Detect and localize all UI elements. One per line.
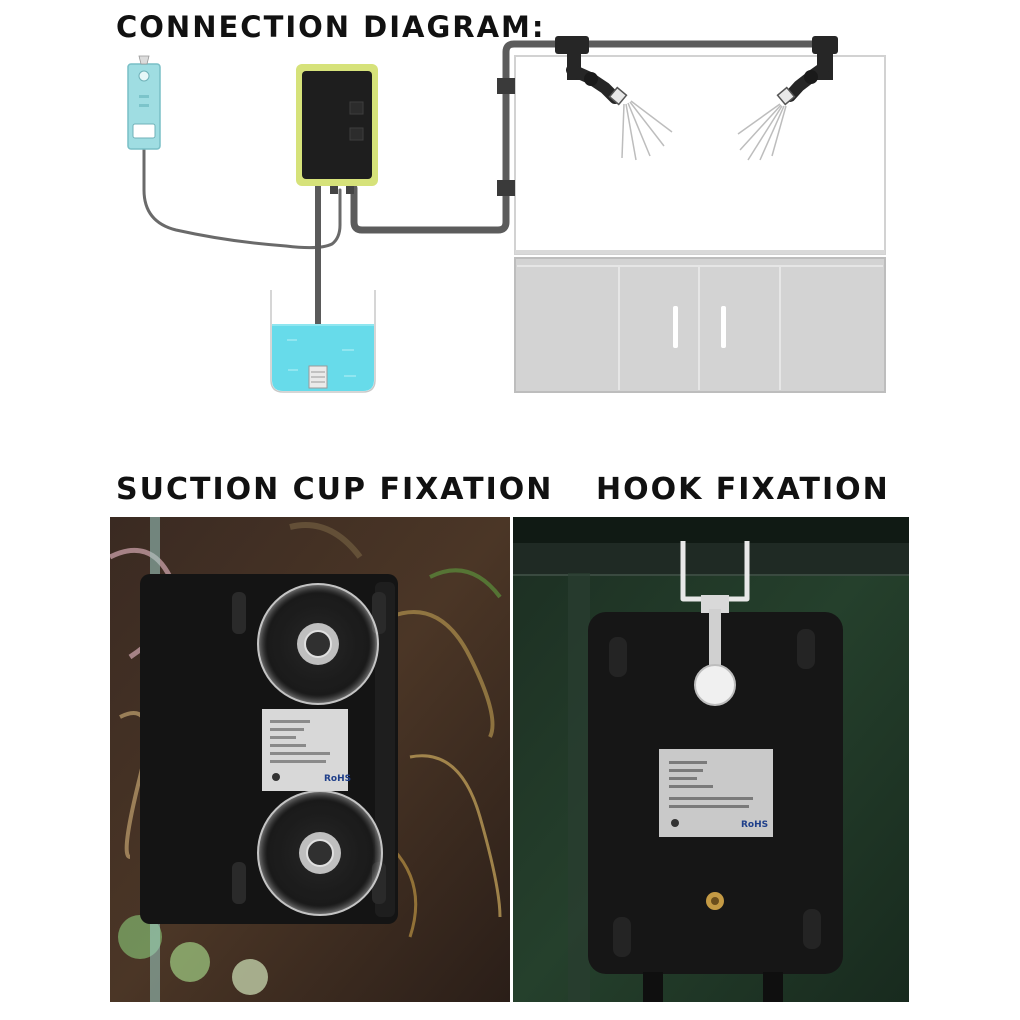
hook-fixation-title: HOOK FIXATION (596, 472, 890, 507)
label-plate: RoHS (659, 749, 773, 837)
suction-cup-fixation-photo: RoHS (110, 517, 510, 1002)
suction-cup-icon (257, 583, 379, 705)
suction-cup-fixation-title: SUCTION CUP FIXATION (116, 472, 554, 507)
connection-diagram (127, 36, 886, 393)
cabinet-handle-left (673, 306, 678, 348)
suction-cup-icon (257, 790, 383, 916)
spray-nozzle-icon (737, 36, 838, 161)
controller-icon (296, 64, 378, 194)
spray-nozzle-icon (555, 36, 673, 161)
water-container (270, 290, 376, 393)
hook-fixation-photo: RoHS (513, 517, 909, 1002)
aquarium-cabinet (514, 257, 886, 393)
rohs-mark: RoHS (741, 820, 768, 830)
output-tube (350, 40, 830, 234)
power-cable (142, 146, 342, 250)
pipe-fittings (497, 78, 515, 196)
cabinet-handle-right (721, 306, 726, 348)
hook-icon (680, 541, 750, 706)
aquarium-tank (514, 55, 886, 255)
rohs-mark: RoHS (324, 774, 351, 784)
connection-diagram-title: CONNECTION DIAGRAM: (116, 10, 546, 44)
pump-icon (127, 55, 161, 150)
label-plate: RoHS (262, 709, 351, 791)
